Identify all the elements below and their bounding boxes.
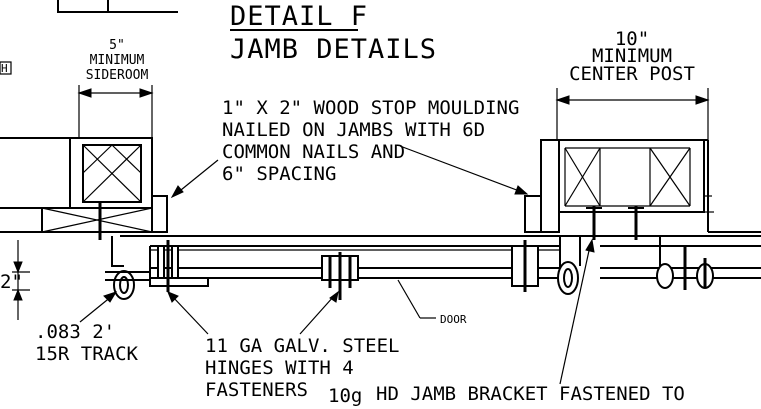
door-callout: DOOR (397, 279, 467, 326)
track-line-1: .083 2' (35, 321, 115, 343)
left-jamb (41, 137, 168, 233)
detail-subtitle: JAMB DETAILS (230, 34, 437, 65)
left-track-roller (93, 202, 150, 300)
center-post-dimension: 10" MINIMUM CENTER POST (555, 28, 710, 140)
hinges-line-2: HINGES WITH 4 (205, 357, 354, 379)
hinges-line-3: FASTENERS (205, 379, 308, 401)
height-value: 2" (0, 271, 23, 293)
center-post-label-1: MINIMUM (592, 45, 672, 67)
hinge-right-1 (511, 240, 539, 292)
hinges-line-1: 11 GA GALV. STEEL (205, 335, 399, 357)
sideroom-label-1: MINIMUM (90, 53, 145, 68)
center-post-label-2: CENTER POST (569, 63, 695, 85)
top-left-detail-fragment (57, 0, 178, 13)
stop-moulding-line-3: COMMON NAILS AND (222, 141, 405, 163)
sideroom-label-2: SIDEROOM (86, 68, 149, 83)
stop-moulding-line-4: 6" SPACING (222, 163, 336, 185)
stop-moulding-line-1: 1" X 2" WOOD STOP MOULDING (222, 97, 519, 119)
sideroom-dimension: 5" MINIMUM SIDEROOM (77, 38, 154, 200)
bracket-prefix: 10g (328, 385, 362, 407)
center-post-value: 10" (615, 28, 649, 50)
stop-moulding-line-2: NAILED ON JAMBS WITH 6D (222, 119, 485, 141)
right-jamb (524, 139, 705, 233)
hinge-center (321, 252, 359, 300)
stop-moulding-note: 1" X 2" WOOD STOP MOULDING NAILED ON JAM… (170, 97, 529, 199)
door-label: DOOR (440, 313, 467, 326)
bracket-text: HD JAMB BRACKET FASTENED TO (376, 383, 685, 405)
right-track-rollers (557, 206, 714, 295)
height-dimension: 2" (0, 240, 30, 320)
hinges-note: 11 GA GALV. STEEL HINGES WITH 4 FASTENER… (167, 290, 399, 401)
edge-mark-label: H (1, 62, 8, 75)
sideroom-value: 5" (109, 38, 125, 53)
hinge-left (149, 240, 209, 292)
bracket-note: 10g HD JAMB BRACKET FASTENED TO (328, 238, 685, 407)
track-line-2: 15R TRACK (35, 343, 139, 365)
track-note: .083 2' 15R TRACK (35, 291, 139, 365)
detail-title: DETAIL F (230, 1, 368, 32)
edge-mark-box: H (0, 61, 12, 75)
